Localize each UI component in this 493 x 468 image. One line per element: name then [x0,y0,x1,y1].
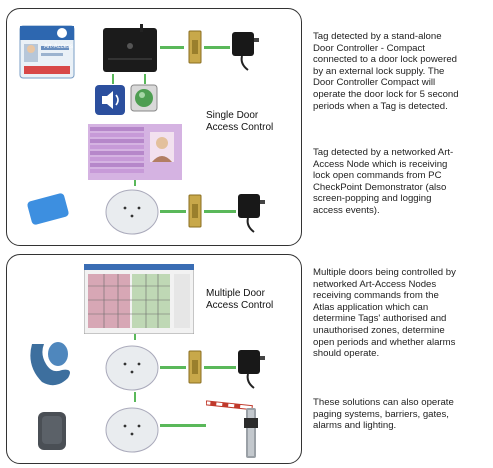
description-other-systems: These solutions can also operate paging … [313,397,491,432]
connector-line [160,424,206,427]
text-line: access events). [313,204,380,216]
key-tag-icon [34,408,70,454]
connector-line [204,210,236,213]
lock-power-supply-icon [236,346,266,390]
text-line: Door Controller - Compact [313,42,425,54]
door-controller-compact-icon [100,24,160,74]
single-door-label-line2: Access Control [206,122,274,133]
text-line: Tag detected by a networked Art- [313,147,454,158]
door-lock-icon [186,30,204,64]
connector-line [160,366,186,369]
art-access-node-icon [104,340,160,392]
door-lock-icon [186,194,204,228]
push-button-icon [130,84,158,112]
text-line: Atlas application which can [313,301,429,313]
text-line: Access Node which is receiving [313,158,448,170]
pc-checkpoint-screen-icon [88,124,182,180]
text-line: by an external lock supply. The [313,65,445,77]
atlas-floorplan-screen-icon [83,263,195,335]
text-line: screen-popping and logging [313,193,432,205]
text-line: unauthorised zones, determine [313,324,445,336]
text-line: networked Art-Access Nodes [313,278,437,290]
description-multiple-door: Multiple doors being controlled by netwo… [313,267,491,360]
art-access-node-icon [104,184,160,236]
art-access-node-icon [104,402,160,454]
connector-line [134,392,136,402]
text-line: periods when a Tag is detected. [313,100,448,112]
connector-line [160,210,186,213]
text-line: Multiple doors being controlled by [313,267,456,278]
multiple-door-label-line2: Access Control [206,300,274,311]
connector-line [160,46,184,49]
speaker-icon [94,84,126,116]
connector-line [134,180,136,186]
connector-line [134,334,136,340]
lock-power-supply-icon [236,190,266,234]
text-line: Door Controller Compact will [313,77,436,89]
text-line: lock open commands from PC [313,170,442,182]
connector-line [204,46,230,49]
wristband-tag-icon [24,336,74,390]
text-line: Tag detected by a stand-alone [313,31,442,42]
text-line: alarms and lighting. [313,420,397,432]
text-line: connected to a door lock powered [313,54,457,66]
description-networked-node: Tag detected by a networked Art- Access … [313,147,491,217]
text-line: receiving commands from the [313,290,439,302]
text-line: determine Tags' authorised and [313,313,447,325]
access-card-icon [18,24,76,82]
text-line: CheckPoint Demonstrator (also [313,181,447,193]
text-line: These solutions can also operate [313,397,454,408]
single-door-label-line1: Single Door [206,110,259,121]
connector-line [112,74,114,84]
connector-line [144,74,146,84]
card-label: Art-Access [44,44,74,50]
text-line: should operate. [313,348,380,360]
multiple-door-label-line1: Multiple Door [206,288,265,299]
description-single-door: Tag detected by a stand-alone Door Contr… [313,31,491,112]
key-fob-tag-icon [26,192,72,226]
barrier-gate-icon [205,400,264,460]
text-line: open periods and whether alarms [313,336,456,348]
text-line: operate the door lock for 5 second [313,88,459,100]
door-lock-icon [186,350,204,384]
text-line: paging systems, barriers, gates, [313,408,449,420]
connector-line [204,366,236,369]
lock-power-supply-icon [230,28,260,72]
